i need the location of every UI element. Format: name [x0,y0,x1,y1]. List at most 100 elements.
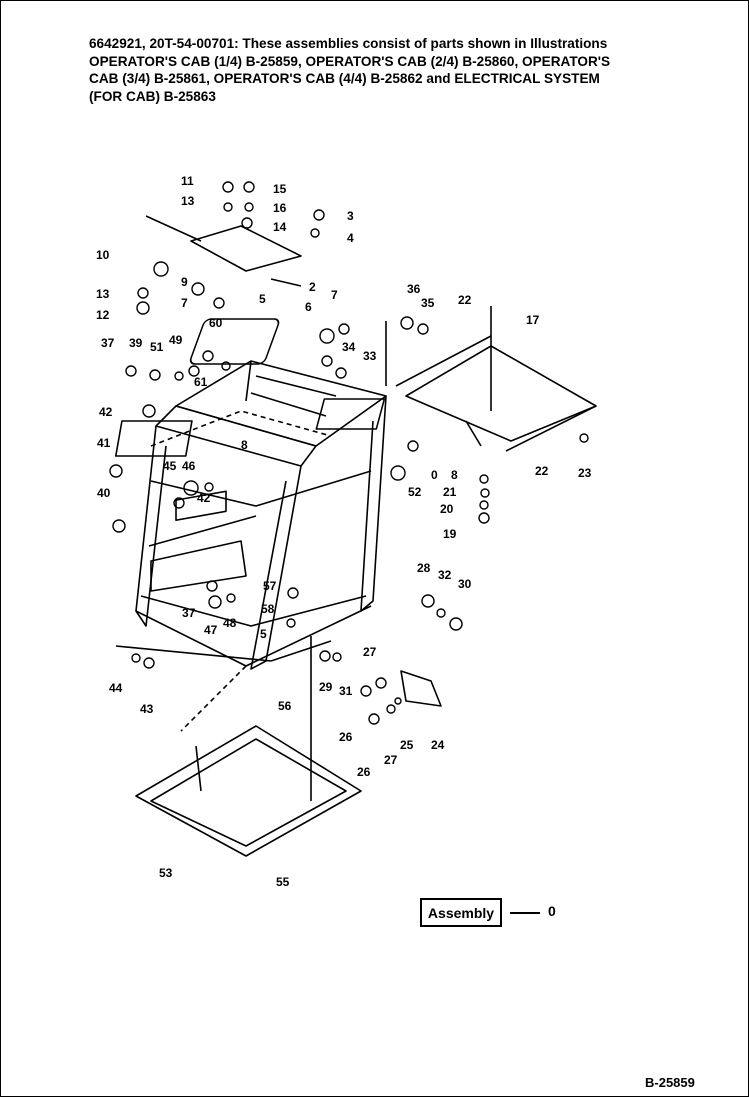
callout-label: 8 [241,438,248,452]
washer [244,202,254,212]
bracket [319,328,335,344]
callout-label: 13 [96,287,110,301]
roof-slot [250,392,327,417]
bolt [243,181,255,193]
nut [136,301,150,315]
grille [400,670,442,707]
callout-label: 42 [197,491,211,505]
callout-label: 39 [129,336,143,350]
assembly-box: Assembly [420,898,502,927]
bolt [478,512,490,524]
nut [400,316,414,330]
bolt [222,181,234,193]
callout-label: 28 [417,561,431,575]
callout-label: 58 [261,602,275,616]
washer [479,474,489,484]
nut [241,217,253,229]
callout-label: 48 [223,616,237,630]
clip [286,618,296,628]
grommet [149,369,161,381]
callout-label: 4 [347,231,354,245]
callout-label: 34 [342,340,356,354]
washer [436,608,446,618]
washer [310,228,320,238]
callout-label: 60 [209,316,223,330]
washer [137,287,149,299]
bolt [188,365,200,377]
callout-label: 51 [150,340,164,354]
header-line: 6642921, 20T-54-00701: These assemblies … [89,36,608,51]
callout-label: 42 [99,405,113,419]
page-header: 6642921, 20T-54-00701: These assemblies … [89,35,689,105]
bolt [579,433,589,443]
callout-label: 37 [101,336,115,350]
callout-label: 27 [363,645,377,659]
clip [173,497,185,509]
callout-label: 49 [169,333,183,347]
cab-beam [140,595,367,627]
callout-label: 25 [400,738,414,752]
washer [223,202,233,212]
assembly-leader-line [510,912,540,914]
callout-label: 36 [407,282,421,296]
roof-slot [255,375,337,397]
callout-label: 55 [276,875,290,889]
callout-label: 47 [204,623,218,637]
callout-label: 16 [273,201,287,215]
callout-label: 30 [458,577,472,591]
callout-label: 56 [278,699,292,713]
nut [319,650,331,662]
grommet [112,519,126,533]
callout-label: 31 [339,684,353,698]
header-line: (FOR CAB) B-25863 [89,88,216,104]
leader-line [115,645,272,662]
callout-label: 6 [305,300,312,314]
callout-label: 5 [260,627,267,641]
bolt [313,209,325,221]
bolt [360,685,372,697]
callout-label: 26 [357,765,371,779]
cab-pillar [250,465,302,670]
hidden-line [180,665,247,732]
callout-label: 37 [182,606,196,620]
callout-label: 7 [331,288,338,302]
callout-label: 44 [109,681,123,695]
callout-label: 3 [347,209,354,223]
nut [386,704,396,714]
bolt [449,617,463,631]
callout-label: 5 [259,292,266,306]
assembly-label: Assembly [427,904,495,921]
callout-labels: 11 15 13 16 14 3 4 10 2 9 13 7 5 12 6 7 … [96,174,592,889]
callout-label: 2 [309,280,316,294]
callout-label: 57 [263,579,277,593]
bolt [143,657,155,669]
clip [321,355,333,367]
callout-label: 33 [363,349,377,363]
callout-label: 41 [97,436,111,450]
bolt [407,440,419,452]
callout-label: 61 [194,375,208,389]
callout-label: 10 [96,248,110,262]
clip [221,361,231,371]
callout-label: 23 [578,466,592,480]
washer [131,653,141,663]
callout-label: 52 [408,485,422,499]
nut [206,580,218,592]
cab-roof-outline [175,360,387,447]
grommet [125,365,137,377]
washer [394,697,402,705]
callout-label: 43 [140,702,154,716]
header-line: CAB (3/4) B-25861, OPERATOR'S CAB (4/4) … [89,71,600,86]
cap [183,480,199,496]
washer [174,371,184,381]
callout-label: 11 [181,174,194,188]
side-window [175,490,227,521]
leader-line [195,745,202,792]
rail [395,335,492,387]
fasteners [109,181,589,725]
roof-cover-plate [190,225,302,272]
callout-label: 40 [97,486,111,500]
grommet [109,464,123,478]
callout-label: 0 [431,468,438,482]
